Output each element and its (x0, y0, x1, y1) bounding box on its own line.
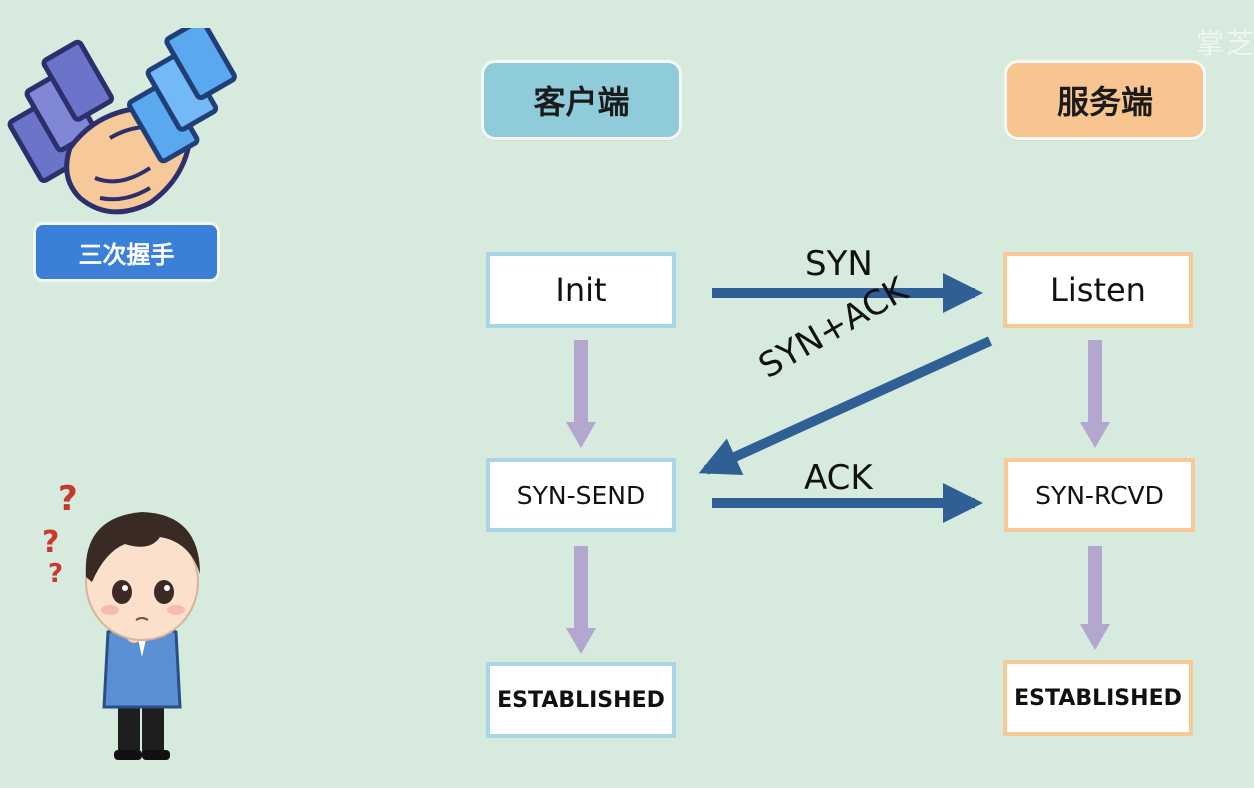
confused-boy-illustration: ? ? ? (42, 482, 200, 760)
server-header: 服务端 (1004, 60, 1206, 140)
client-state-established: ESTABLISHED (486, 662, 676, 738)
server-state-syn-rcvd: SYN-RCVD (1004, 458, 1195, 532)
svg-text:?: ? (42, 525, 59, 560)
svg-text:?: ? (58, 482, 78, 519)
three-way-handshake-badge: 三次握手 (33, 222, 220, 282)
client-state-arrow-1 (566, 340, 596, 448)
server-state-listen: Listen (1003, 252, 1193, 328)
server-state-established: ESTABLISHED (1003, 660, 1193, 736)
server-state-arrow-1 (1080, 340, 1110, 448)
ack-label: ACK (804, 458, 873, 498)
handshake-icon (7, 28, 237, 215)
client-state-syn-send: SYN-SEND (486, 458, 676, 532)
syn-label: SYN (805, 244, 873, 284)
server-state-arrow-2 (1080, 546, 1110, 650)
client-header: 客户端 (481, 60, 682, 140)
client-state-arrow-2 (566, 546, 596, 654)
svg-text:?: ? (48, 559, 63, 589)
question-mark-icon: ? ? ? (42, 482, 78, 589)
watermark: 掌芝 (1196, 27, 1254, 60)
client-state-init: Init (486, 252, 676, 328)
syn-ack-arrow (698, 336, 993, 475)
